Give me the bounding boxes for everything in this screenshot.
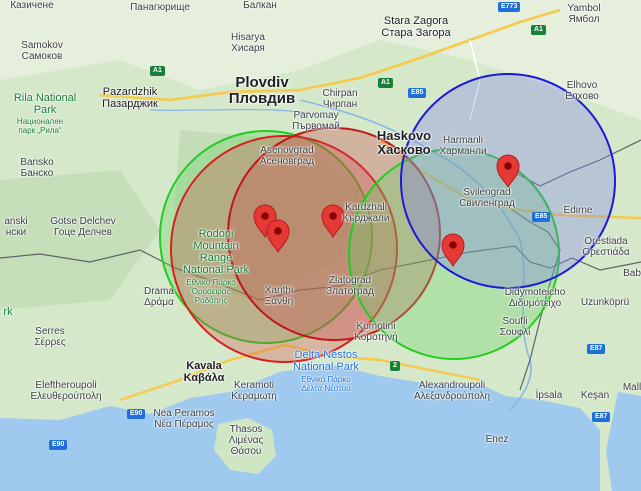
label-kesan: Keşan [580, 390, 610, 401]
sea-east [606, 392, 641, 491]
road-shield-a1-left: A1 [150, 66, 165, 76]
road-shield-e85-top: E85 [408, 88, 427, 98]
map-pin-icon [441, 233, 465, 268]
maritsa-river [149, 108, 331, 119]
map-pin-dot [329, 212, 337, 220]
red-circle-west[interactable] [170, 135, 398, 363]
road-minor [469, 39, 481, 121]
marker-3[interactable] [321, 204, 345, 239]
map-pin-dot [274, 227, 282, 235]
map-pin-icon [496, 154, 520, 189]
label-edirne: Edirne [563, 205, 593, 216]
highway-egnatia [284, 343, 481, 382]
road-shield-e87-low: E87 [592, 412, 611, 422]
label-mall: Mall [622, 382, 641, 393]
label-balkan: Балкан [243, 0, 277, 11]
road-shield-e85-right: E85 [532, 212, 551, 222]
label-uzunkopru: Uzunköprü [580, 297, 630, 308]
map-pin-dot [261, 212, 269, 220]
road-shield-e87: E87 [587, 344, 606, 354]
green-circle-west[interactable] [159, 130, 373, 344]
label-kazichene: Казичене [10, 0, 54, 11]
highway-egnatia-west [119, 343, 286, 402]
map-pin-dot [449, 241, 457, 249]
border-bulgaria-greece [0, 245, 641, 301]
thasos-island [214, 418, 276, 474]
marker-4[interactable] [441, 233, 465, 268]
border-greece-turkey [504, 204, 561, 391]
label-enez: Enez [485, 434, 509, 445]
highway-a1 [99, 8, 561, 102]
marker-2[interactable] [266, 219, 290, 254]
evros-river [299, 99, 532, 411]
label-ipsala: İpsala [535, 390, 563, 401]
aegean-sea [0, 364, 600, 491]
road-shield-e90: E90 [127, 409, 146, 419]
road-shield-e90-left: E90 [49, 440, 68, 450]
road-shield-a1-top: A1 [531, 25, 546, 35]
road-shield-a1-mid: A1 [378, 78, 393, 88]
label-panagyurishte: Панагюрище [130, 2, 190, 13]
mountain-area-west [0, 170, 160, 310]
lowland-area [0, 0, 641, 120]
road-shield-2: 2 [390, 361, 400, 371]
label-rk: rk [3, 306, 13, 318]
label-bab: Bab [623, 268, 641, 279]
map-pin-icon [266, 219, 290, 254]
map-pin-dot [504, 162, 512, 170]
map-pin-icon [321, 204, 345, 239]
road-shield-e773: E773 [498, 2, 521, 12]
marker-5[interactable] [496, 154, 520, 189]
